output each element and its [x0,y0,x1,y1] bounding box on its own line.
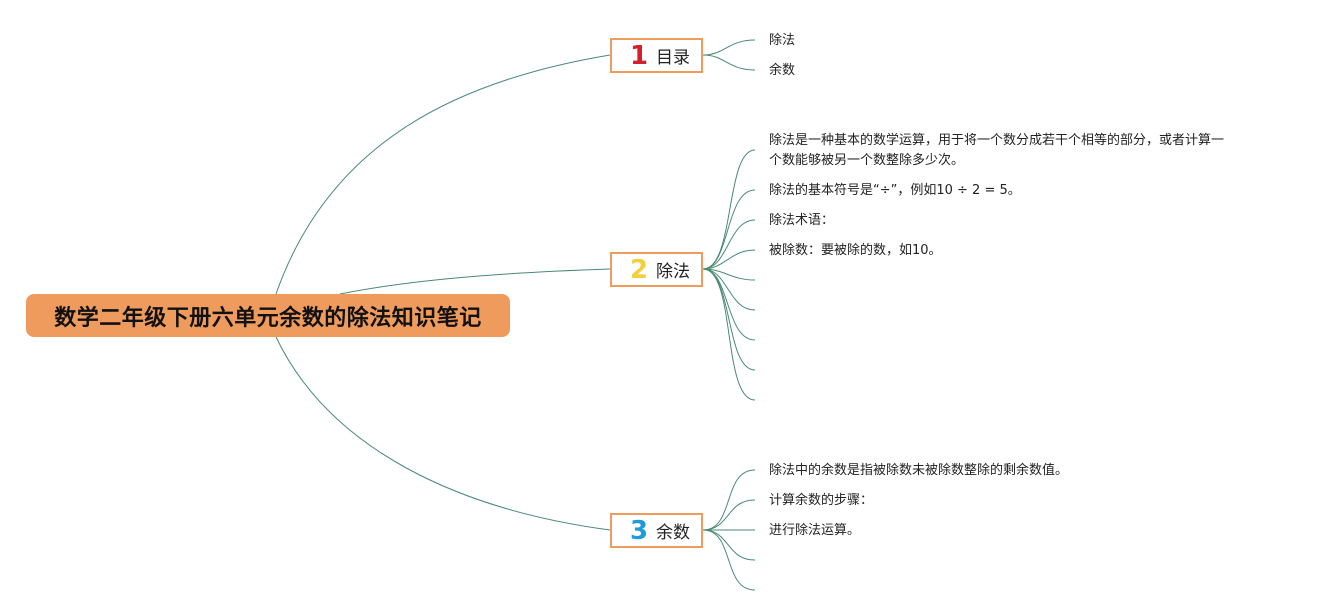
leaf-topic[interactable]: 除法是一种基本的数学运算，用于将一个数分成若干个相等的部分，或者计算一 [769,133,1225,148]
branch-3-to-leaf-line [702,469,756,531]
branch-3-to-leaf-line [702,529,756,591]
branch-topic-remainder[interactable]: 3 余数 [610,513,703,548]
branch-topic-label: 目录 [656,48,690,68]
leaf-topic[interactable]: 除法中的余数是指被除数未被除数整除的剩余数值。 [769,463,1069,478]
branch-topic-label: 除法 [656,262,690,282]
branch-2-to-leaf-line [702,219,756,270]
root-topic-label: 数学二年级下册六单元余数的除法知识笔记 [54,305,482,331]
branch-topic-division[interactable]: 2 除法 [610,252,703,287]
branch-2-to-leaf-line [702,268,756,401]
leaf-topic[interactable]: 进行除法运算。 [769,523,861,538]
branch-topic-contents[interactable]: 1 目录 [610,38,703,73]
branch-3-to-leaf-line [702,529,756,561]
branch-3-to-leaf-line [702,499,756,531]
leaf-topic[interactable]: 余数 [769,63,796,78]
leaf-topic[interactable]: 被除数：要被除的数，如10。 [769,243,942,258]
branch-1-to-leaf-line [702,54,756,71]
branch-2-to-leaf-line [702,268,756,371]
leaf-topic[interactable]: 个数能够被另一个数整除多少次。 [769,153,965,168]
root-topic[interactable]: 数学二年级下册六单元余数的除法知识笔记 [26,294,510,337]
root-to-branch-3-line [275,336,611,531]
number-3-icon: 3 [629,515,649,546]
branch-topic-label: 余数 [656,523,690,543]
branch-2-to-leaf-line [702,189,756,270]
branch-2-to-leaf-line [702,249,756,270]
leaf-topic[interactable]: 除法 [769,33,796,48]
branch-1-to-leaf-line [702,39,756,56]
leaf-topic[interactable]: 除法的基本符号是“÷”，例如10 ÷ 2 = 5。 [769,183,1021,198]
root-to-branch-1-line [275,54,611,295]
leaf-topic[interactable]: 除法术语： [769,213,835,228]
leaf-topic[interactable]: 计算余数的步骤： [769,493,874,508]
branch-2-to-leaf-line [702,268,756,311]
number-2-icon: 2 [629,254,649,285]
number-1-icon: 1 [629,40,649,71]
root-to-branch-2-line [339,268,611,295]
